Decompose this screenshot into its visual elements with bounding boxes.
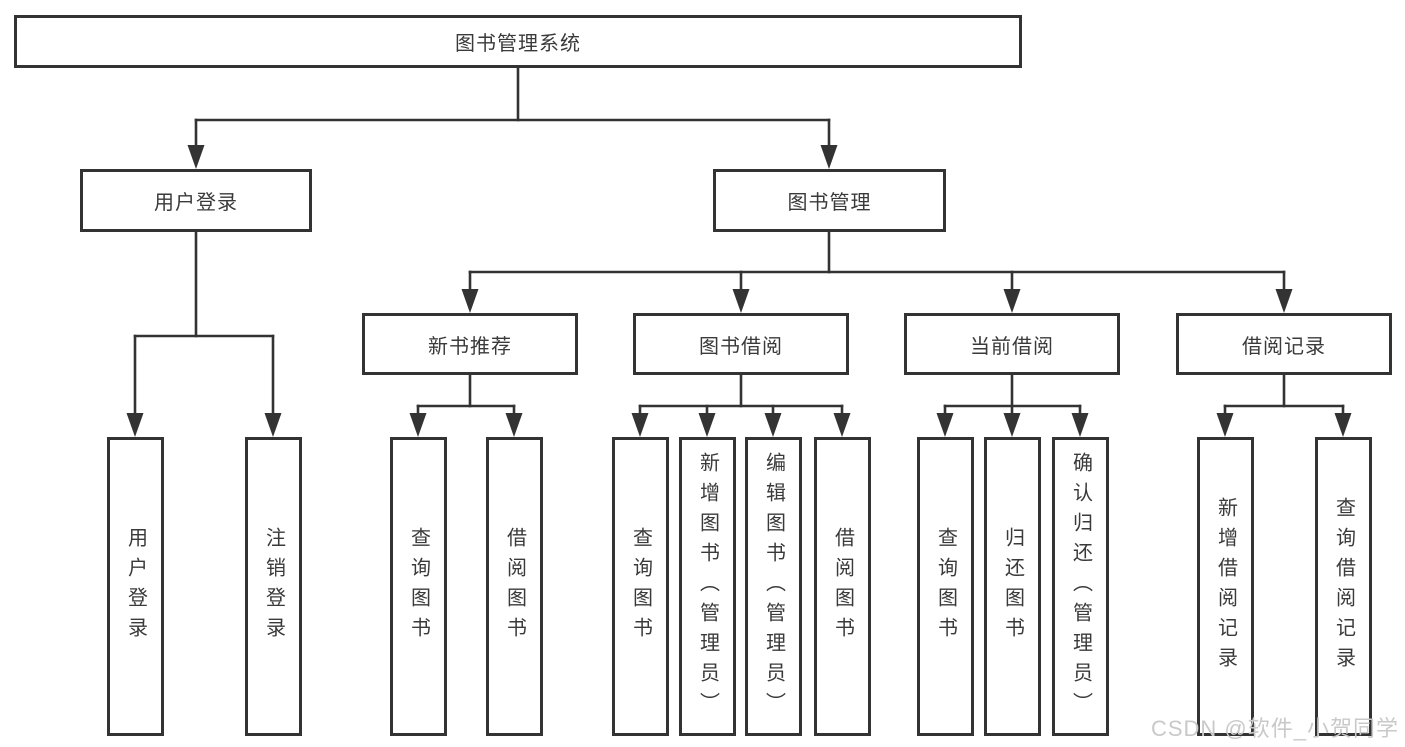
node-current-borrowing-label: 当前借阅 <box>970 335 1054 358</box>
node-book-borrowing: 图书借阅 <box>633 313 849 375</box>
leaf-bb-add-books-admin-label: 新增图书（管理员） <box>696 451 719 722</box>
node-book-management-label: 图书管理 <box>787 192 872 214</box>
leaf-nb-borrow-books: 借阅图书 <box>486 437 543 736</box>
leaf-bb-borrow-books: 借阅图书 <box>814 437 871 736</box>
node-borrowing-records: 借阅记录 <box>1176 313 1392 375</box>
leaf-cb-return-books: 归还图书 <box>984 437 1041 736</box>
leaf-cb-query-books-label: 查询图书 <box>934 526 957 647</box>
node-root: 图书管理系统 <box>14 15 1022 68</box>
leaf-nb-query-books-label: 查询图书 <box>407 526 430 647</box>
leaf-bb-edit-books-admin-label: 编辑图书（管理员） <box>762 451 785 722</box>
watermark: CSDN @软件_小贺同学 <box>1150 716 1399 741</box>
node-user-login-label: 用户登录 <box>154 192 238 214</box>
leaf-cb-return-books-label: 归还图书 <box>1001 526 1024 647</box>
leaf-br-add-record: 新增借阅记录 <box>1197 437 1254 736</box>
node-new-book-recommend-label: 新书推荐 <box>428 335 512 358</box>
leaf-cb-confirm-return-admin: 确认归还（管理员） <box>1052 437 1109 736</box>
node-current-borrowing: 当前借阅 <box>904 313 1120 375</box>
leaf-bb-query-books: 查询图书 <box>612 437 669 736</box>
leaf-bb-query-books-label: 查询图书 <box>629 526 652 647</box>
node-book-borrowing-label: 图书借阅 <box>699 335 783 358</box>
node-book-management: 图书管理 <box>713 169 946 232</box>
leaf-logout-login-label: 注销登录 <box>262 526 285 647</box>
leaf-user-login: 用户登录 <box>107 437 164 736</box>
leaf-br-query-record-label: 查询借阅记录 <box>1332 496 1355 677</box>
leaf-cb-query-books: 查询图书 <box>917 437 974 736</box>
leaf-logout-login: 注销登录 <box>245 437 302 736</box>
leaf-br-add-record-label: 新增借阅记录 <box>1214 496 1237 677</box>
leaf-bb-edit-books-admin: 编辑图书（管理员） <box>745 437 802 736</box>
node-borrowing-records-label: 借阅记录 <box>1242 335 1326 358</box>
node-root-label: 图书管理系统 <box>455 33 581 55</box>
leaf-nb-query-books: 查询图书 <box>390 437 447 736</box>
leaf-bb-borrow-books-label: 借阅图书 <box>831 526 854 647</box>
leaf-bb-add-books-admin: 新增图书（管理员） <box>679 437 736 736</box>
node-user-login: 用户登录 <box>80 169 312 232</box>
leaf-cb-confirm-return-admin-label: 确认归还（管理员） <box>1069 451 1092 722</box>
leaf-br-query-record: 查询借阅记录 <box>1315 437 1372 736</box>
node-new-book-recommend: 新书推荐 <box>362 313 578 375</box>
leaf-nb-borrow-books-label: 借阅图书 <box>503 526 526 647</box>
leaf-user-login-label: 用户登录 <box>124 526 147 647</box>
